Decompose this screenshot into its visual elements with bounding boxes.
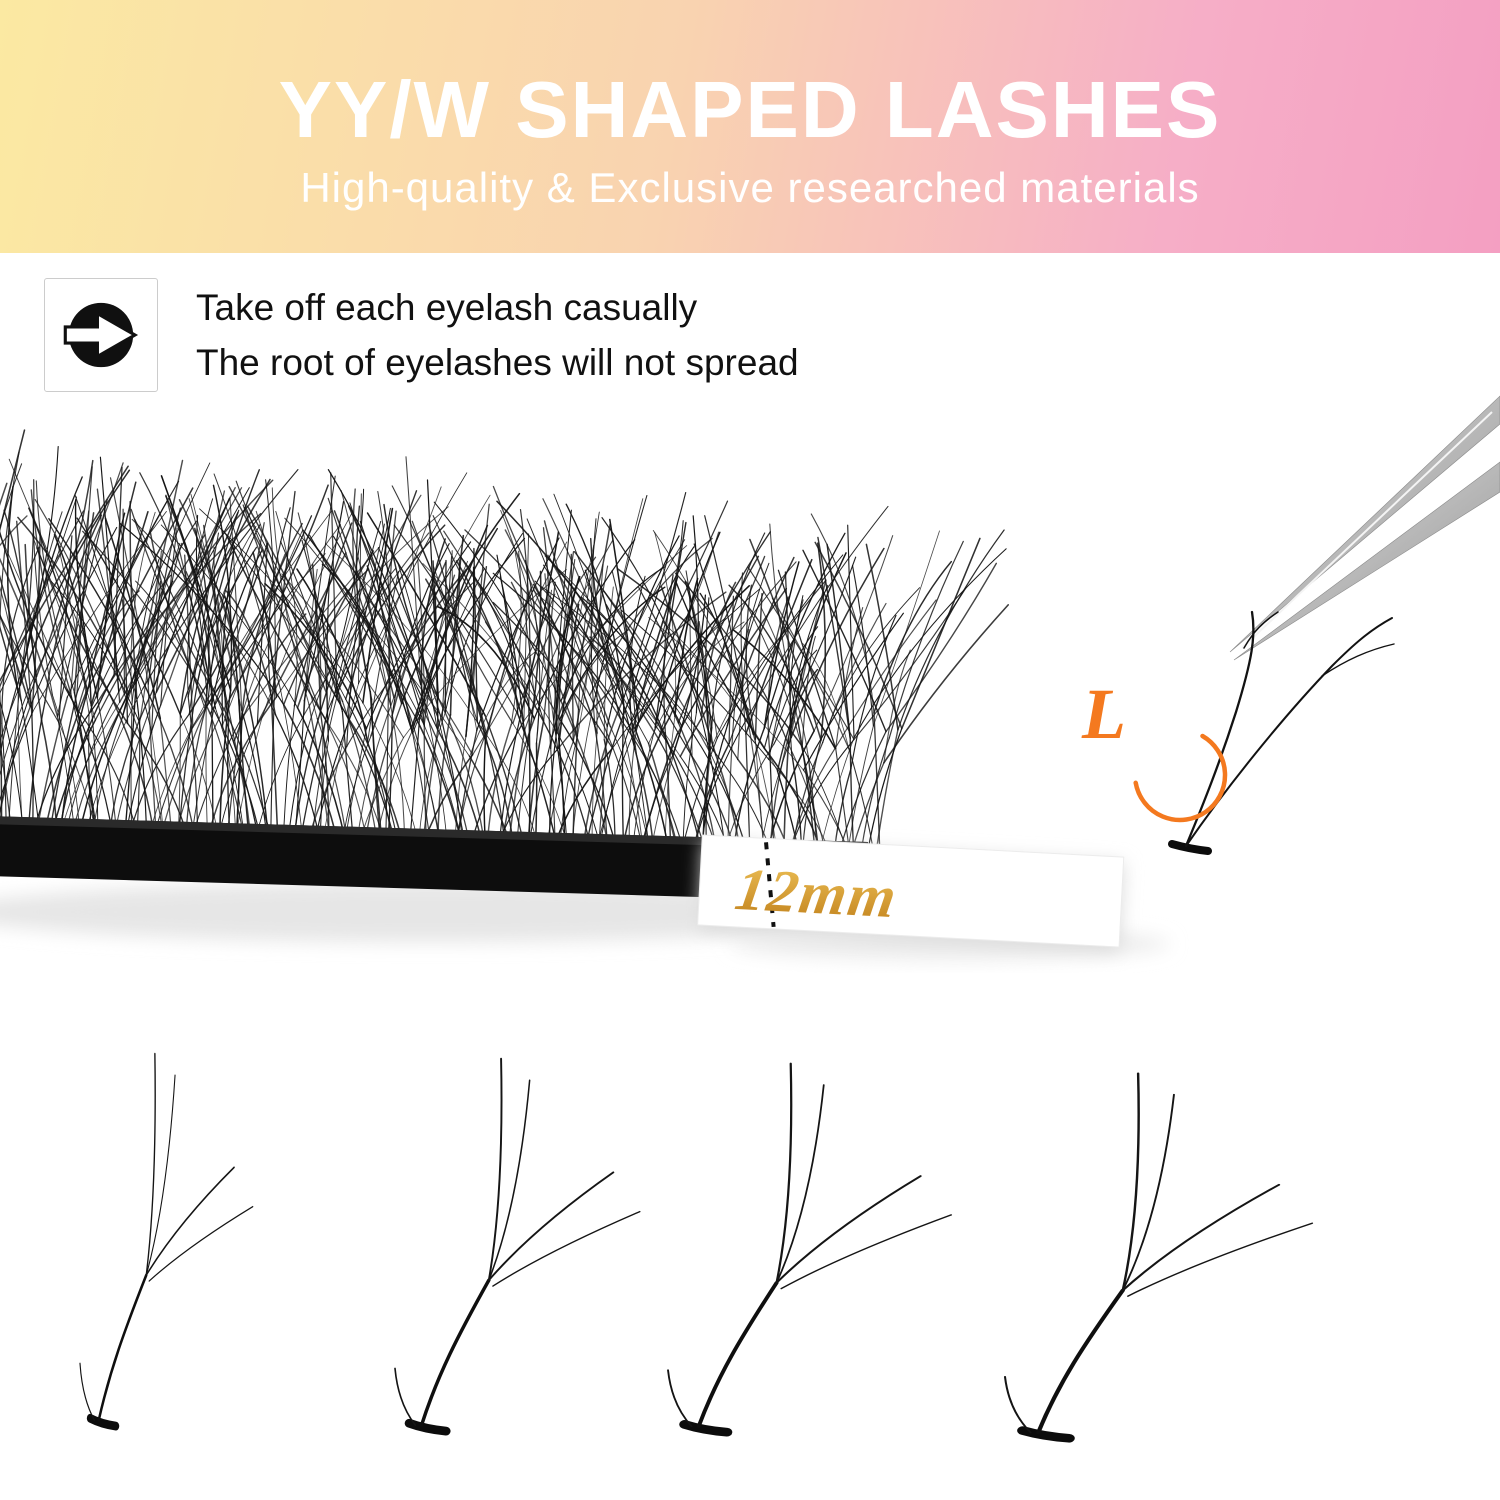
- arrow-right-icon: [44, 278, 158, 392]
- tray-shadow: [0, 882, 910, 942]
- banner-subtitle: High-quality & Exclusive researched mate…: [300, 164, 1200, 211]
- picked-lash: [1168, 610, 1395, 855]
- lash-cluster-4: [1005, 1073, 1312, 1438]
- feature-line-1: Take off each eyelash casually: [196, 286, 698, 328]
- lash-cluster-2: [395, 1059, 640, 1431]
- length-label: 12mm: [731, 856, 903, 931]
- feature-row: Take off each eyelash casually The root …: [44, 278, 799, 392]
- tray-base-highlight: [0, 816, 868, 850]
- banner-title: YY/W SHAPED LASHES: [278, 65, 1222, 154]
- tweezer-arm-upper: [1229, 395, 1500, 653]
- feature-line-2: The root of eyelashes will not spread: [196, 342, 799, 383]
- length-strip: 12mm: [697, 834, 1125, 951]
- icon-arrow: [63, 310, 139, 360]
- curl-callout: L: [1081, 674, 1228, 823]
- curl-arc: [1133, 733, 1228, 823]
- tweezer-arm-lower: [1233, 461, 1500, 661]
- lash-cluster-1: [80, 1054, 253, 1426]
- lash-tray-fan: [0, 429, 1009, 885]
- perforation-marks: [764, 842, 776, 928]
- arrow-right-icon-svg: [63, 302, 139, 368]
- lash-cluster-3: [668, 1064, 951, 1433]
- tweezer-highlight: [1241, 411, 1493, 649]
- curl-label: L: [1081, 674, 1126, 754]
- banner: YY/W SHAPED LASHES High-quality & Exclus…: [0, 0, 1500, 253]
- feature-text: Take off each eyelash casually The root …: [196, 280, 799, 391]
- length-strip-paper: [697, 834, 1125, 948]
- tweezers: [1229, 395, 1500, 661]
